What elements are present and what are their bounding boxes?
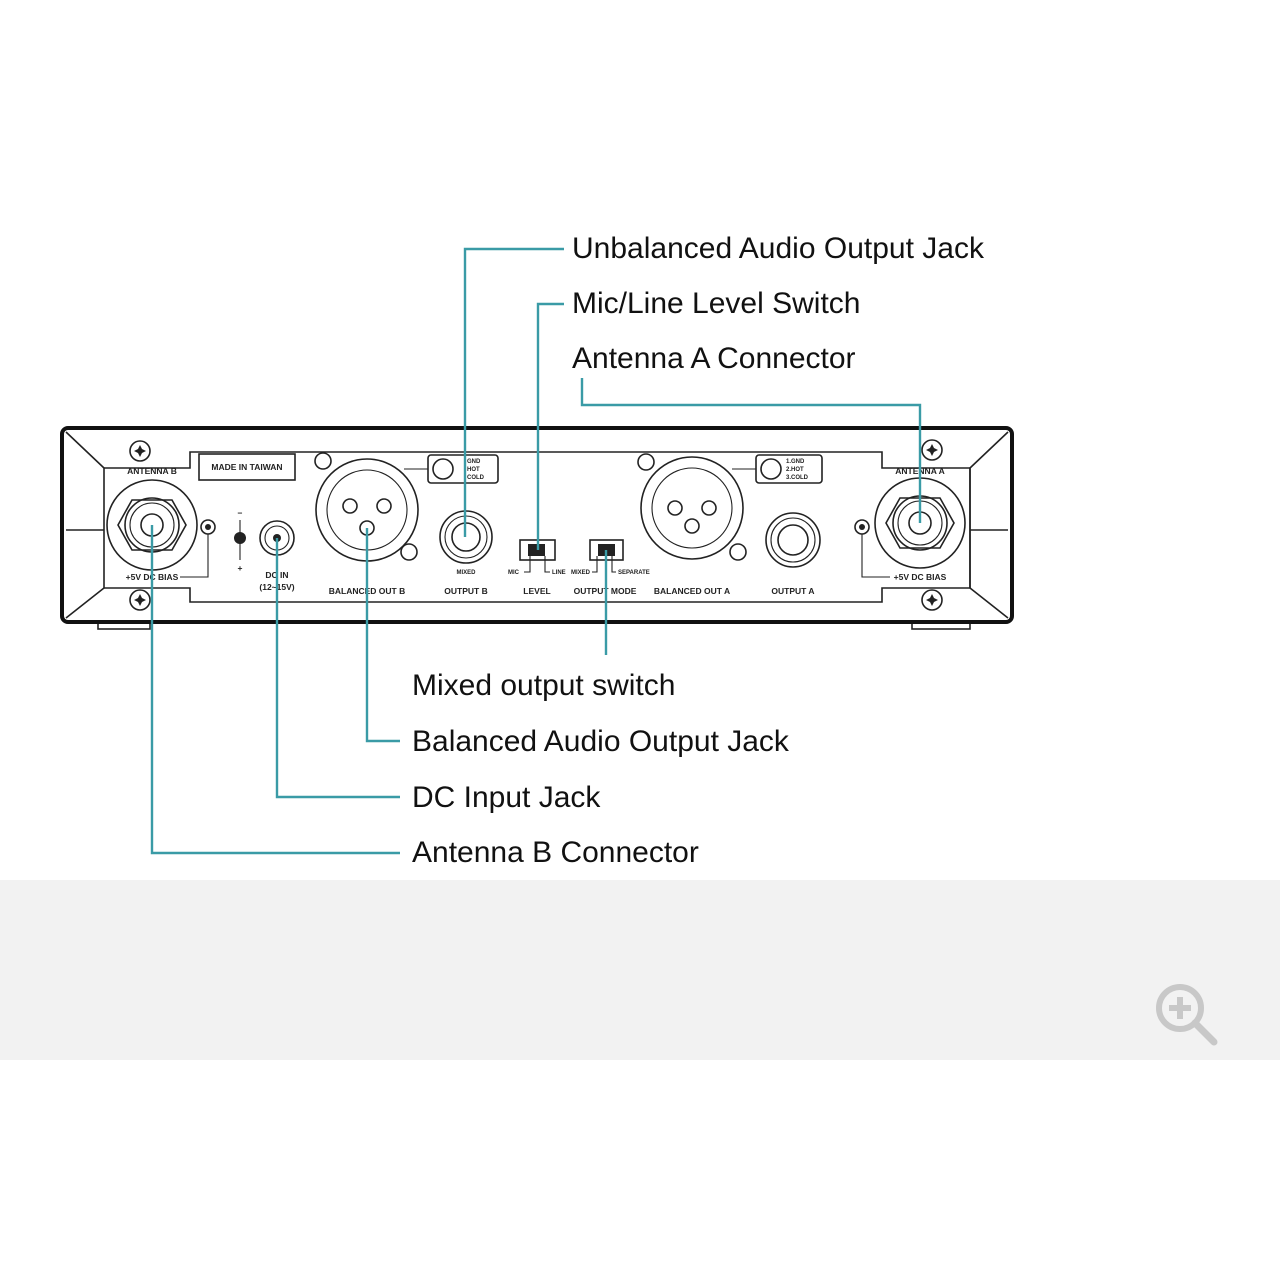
- leader-balanced: [365, 528, 400, 743]
- leader-dc: [275, 538, 400, 799]
- polarity-indicator: − +: [234, 508, 246, 573]
- made-in-label: MADE IN TAIWAN: [211, 462, 282, 472]
- dc-bias-a-label: +5V DC BIAS: [894, 572, 947, 582]
- balanced-out-a-xlr: BALANCED OUT A: [637, 453, 747, 596]
- callout-labels: Unbalanced Audio Output Jack Mic/Line Le…: [412, 232, 985, 869]
- leader-level: [536, 302, 564, 550]
- output-b-label: OUTPUT B: [444, 586, 487, 596]
- level-label: LEVEL: [523, 586, 550, 596]
- mode-mixed-label: MIXED: [571, 570, 591, 576]
- output-a-jack: OUTPUT A: [765, 512, 821, 596]
- callout-antenna-b: Antenna B Connector: [412, 836, 699, 869]
- balanced-out-a-label: BALANCED OUT A: [654, 586, 730, 596]
- pinout-b: GND HOT COLD: [404, 454, 499, 484]
- leader-antenna-b: [150, 525, 400, 855]
- background-watermark: [0, 880, 1280, 1060]
- zoom-in-icon: [1156, 984, 1218, 1046]
- level-line-label: LINE: [552, 570, 566, 576]
- pin-gnd: GND: [467, 459, 481, 465]
- leader-lines: [150, 247, 922, 855]
- callout-level: Mic/Line Level Switch: [572, 287, 860, 320]
- leader-antenna-a: [580, 378, 922, 523]
- polarity-plus: +: [238, 563, 243, 573]
- pinout-a: 1.GND 2.HOT 3.COLD: [732, 454, 823, 484]
- antenna-b-label: ANTENNA B: [127, 466, 177, 476]
- pin-hot: HOT: [467, 467, 480, 473]
- level-mic-label: MIC: [508, 570, 520, 576]
- callout-balanced: Balanced Audio Output Jack: [412, 725, 790, 758]
- screw-icons: [129, 439, 943, 611]
- zoom-in-button[interactable]: [1150, 978, 1224, 1052]
- made-in-taiwan-badge: MADE IN TAIWAN: [198, 453, 296, 481]
- callout-mixed: Mixed output switch: [412, 669, 675, 702]
- callout-dc: DC Input Jack: [412, 781, 601, 814]
- output-a-label: OUTPUT A: [771, 586, 814, 596]
- output-b-mixed-label: MIXED: [456, 570, 476, 576]
- pin-1-gnd: 1.GND: [786, 459, 805, 465]
- callout-unbalanced: Unbalanced Audio Output Jack: [572, 232, 985, 265]
- leader-unbalanced: [463, 247, 564, 537]
- pin-3-cold: 3.COLD: [786, 475, 809, 481]
- pin-cold: COLD: [467, 475, 485, 481]
- mode-separate-label: SEPARATE: [618, 570, 650, 576]
- callout-antenna-a: Antenna A Connector: [572, 342, 856, 375]
- pin-2-hot: 2.HOT: [786, 467, 804, 473]
- polarity-minus: −: [238, 508, 243, 518]
